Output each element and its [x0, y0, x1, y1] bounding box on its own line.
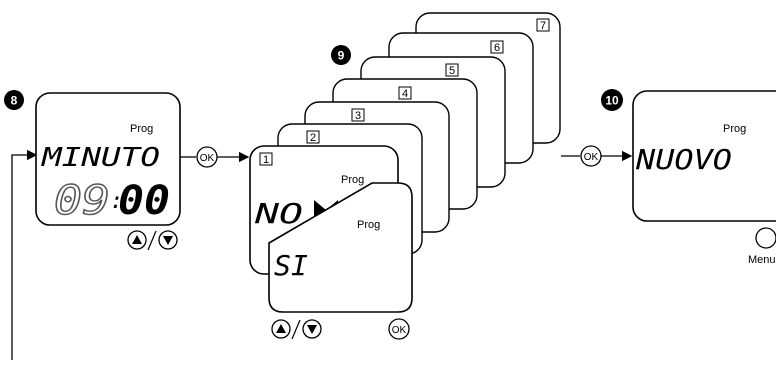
step-10-screen — [632, 90, 776, 222]
prog-label: Prog — [723, 123, 746, 135]
slash-separator — [147, 230, 157, 251]
svg-text:OK: OK — [584, 152, 599, 163]
svg-text:OK: OK — [392, 325, 407, 336]
svg-text:6: 6 — [494, 42, 500, 54]
up-button[interactable] — [271, 319, 291, 339]
step-9-badge: 9 — [331, 45, 351, 65]
return-loop-arrow — [11, 149, 38, 360]
triangle-up-icon — [132, 235, 142, 244]
down-button[interactable] — [302, 319, 322, 339]
step-10-badge: 10 — [601, 89, 623, 111]
option-no: NO — [254, 197, 303, 230]
svg-text:3: 3 — [355, 110, 361, 122]
ok-button[interactable]: OK — [388, 318, 410, 340]
display-minutes: 00 — [118, 178, 170, 224]
svg-text:8: 8 — [11, 94, 18, 108]
svg-text:1: 1 — [263, 154, 269, 166]
display-word-minuto: MINUTO — [41, 143, 160, 173]
prog-label: Prog — [130, 123, 153, 135]
svg-text:7: 7 — [540, 20, 546, 32]
triangle-down-icon — [307, 325, 317, 334]
menu-label: Menu — [748, 254, 776, 266]
slash-separator — [291, 319, 301, 340]
step-8-badge: 8 — [4, 90, 24, 110]
svg-text:9: 9 — [338, 49, 345, 63]
up-button[interactable] — [127, 230, 147, 250]
display-word-nuovo: NUOVO — [635, 143, 732, 176]
triangle-down-icon — [163, 236, 173, 245]
prog-label: Prog — [341, 174, 364, 186]
card-si: Prog SI — [268, 182, 413, 313]
svg-text:2: 2 — [310, 132, 316, 144]
ok-button[interactable]: OK — [196, 146, 218, 168]
svg-text:OK: OK — [200, 153, 215, 164]
prog-label: Prog — [357, 219, 380, 231]
display-colon: : — [110, 189, 123, 214]
down-button[interactable] — [158, 230, 178, 250]
triangle-up-icon — [276, 324, 286, 333]
option-si: SI — [274, 249, 308, 282]
ok-button[interactable]: OK — [580, 145, 602, 167]
menu-button[interactable] — [755, 227, 776, 249]
svg-text:4: 4 — [402, 88, 408, 100]
svg-text:10: 10 — [605, 94, 619, 108]
svg-text:5: 5 — [449, 65, 455, 77]
display-hours-dim: 09 — [54, 178, 110, 224]
